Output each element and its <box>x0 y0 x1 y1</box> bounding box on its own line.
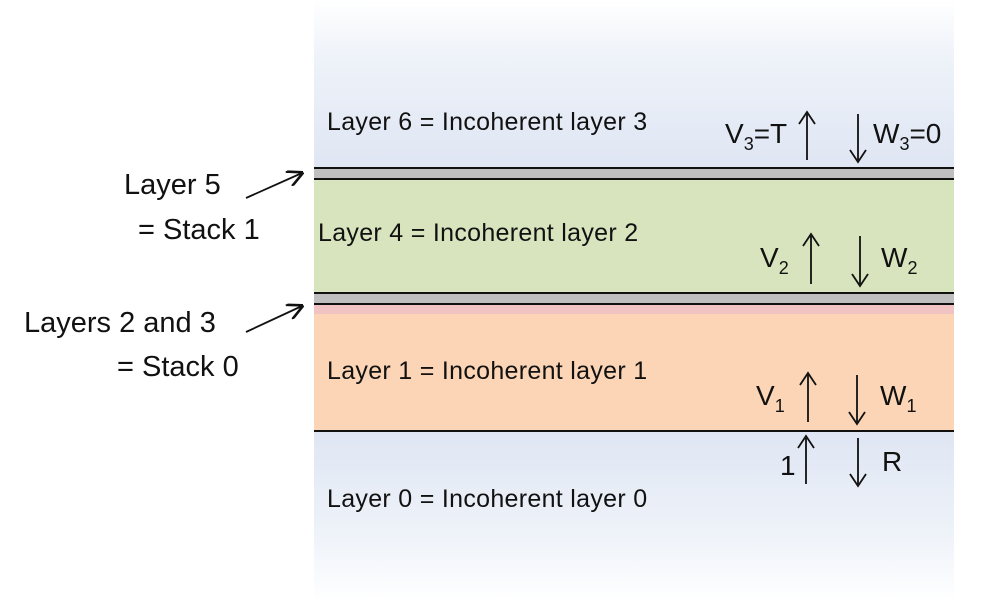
layer4-label: Layer 4 = Incoherent layer 2 <box>318 219 639 247</box>
incident-label: 1 <box>780 450 796 481</box>
stack1-label-line1: Layer 5 <box>124 169 221 201</box>
stack0-label-line2: = Stack 0 <box>117 351 239 383</box>
stack1-bottom-line <box>314 178 954 180</box>
reflected-label: R <box>882 446 903 477</box>
stack1-pointer-arrow <box>245 173 302 199</box>
stack0-top-line <box>314 292 954 294</box>
layer0-label: Layer 0 = Incoherent layer 0 <box>327 485 648 513</box>
stack0-gray-band <box>314 294 954 303</box>
stack1-label-line2: = Stack 1 <box>138 214 260 246</box>
stack0-pointer-arrow <box>245 306 302 333</box>
layer4-region <box>314 180 954 292</box>
v3-label: V3=T <box>725 118 788 154</box>
stack1-top-line <box>314 167 954 169</box>
v2-label: V2 <box>760 242 789 278</box>
w1-label: W1 <box>880 380 917 416</box>
layer0-region <box>314 432 954 601</box>
layer1-region <box>314 314 954 430</box>
w2-label: W2 <box>881 242 918 278</box>
layer1-label: Layer 1 = Incoherent layer 1 <box>327 357 648 385</box>
layer1-bottom-line <box>314 430 954 432</box>
stack0-mid-line <box>314 303 954 305</box>
stack1-band <box>314 169 954 178</box>
stack0-pink-band <box>314 305 954 314</box>
stack0-label-line1: Layers 2 and 3 <box>24 307 216 339</box>
layer6-region <box>314 0 954 168</box>
layer6-label: Layer 6 = Incoherent layer 3 <box>327 108 648 136</box>
v1-label: V1 <box>756 380 785 416</box>
w3-label: W3=0 <box>873 118 942 154</box>
